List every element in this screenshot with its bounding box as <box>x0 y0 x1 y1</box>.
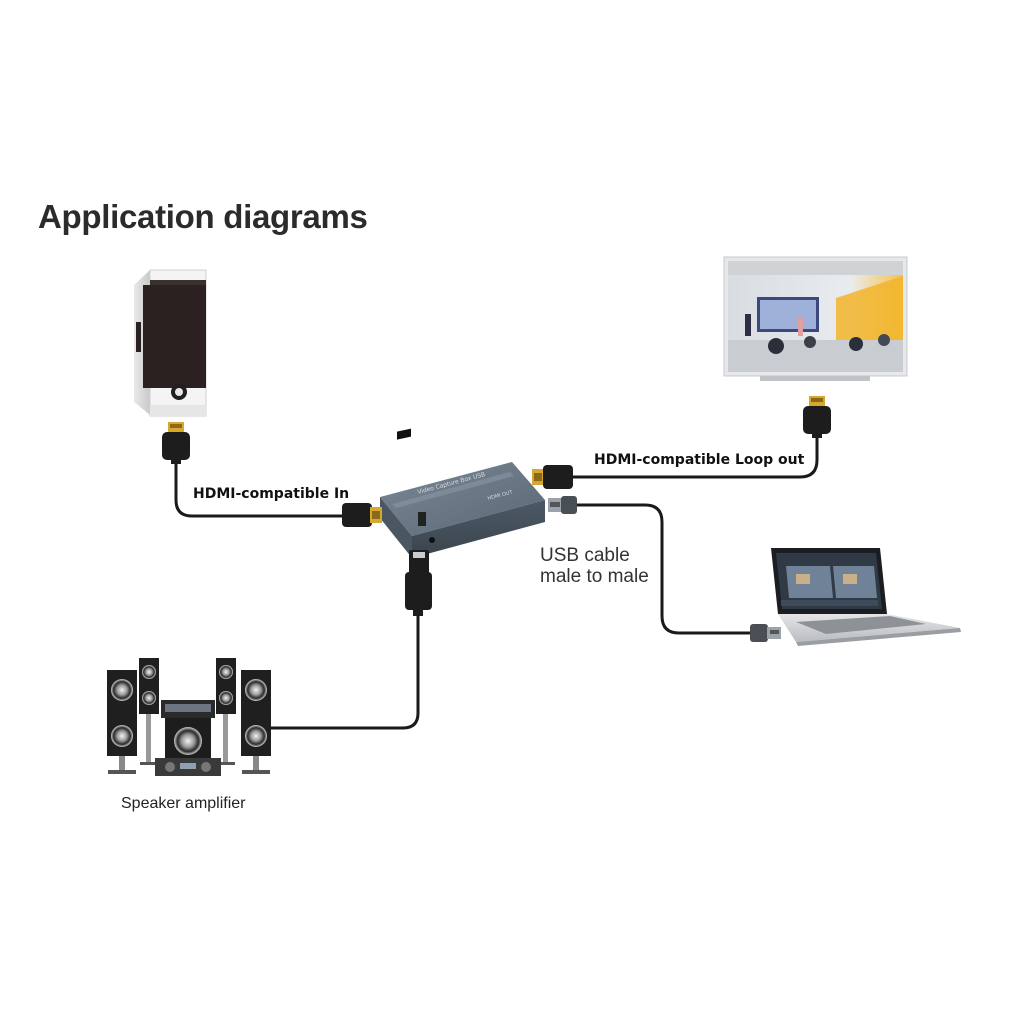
hdmi-plug-pc <box>162 422 190 464</box>
label-hdmi-in: HDMI-compatible In <box>193 486 350 502</box>
label-hdmi-loop-out: HDMI-compatible Loop out <box>594 452 805 468</box>
label-usb-cable-line1: USB cable <box>540 545 630 566</box>
page-title: Application diagrams <box>38 198 368 235</box>
tv-display <box>723 256 908 381</box>
speaker-system <box>107 658 271 776</box>
cable-usb <box>574 503 752 635</box>
cable-hdmi-loop-out <box>571 436 819 479</box>
cable-speaker <box>270 614 420 730</box>
cable-hdmi-in <box>174 462 345 518</box>
capture-device: Video Capture Box USB HDMI OUT <box>380 428 545 558</box>
hdmi-plug-device-out <box>532 465 573 489</box>
laptop <box>771 548 961 646</box>
label-usb-cable-line2: male to male <box>540 566 649 587</box>
hdmi-plug-tv <box>803 396 831 438</box>
audio-plug-device <box>405 550 432 616</box>
pc-tower <box>134 269 207 417</box>
label-speaker-amplifier: Speaker amplifier <box>121 795 246 812</box>
usb-plug-device <box>548 496 577 514</box>
usb-plug-laptop <box>750 624 781 642</box>
label-usb-cable: USB cable male to male <box>540 545 649 587</box>
hdmi-plug-device-in <box>342 503 382 527</box>
